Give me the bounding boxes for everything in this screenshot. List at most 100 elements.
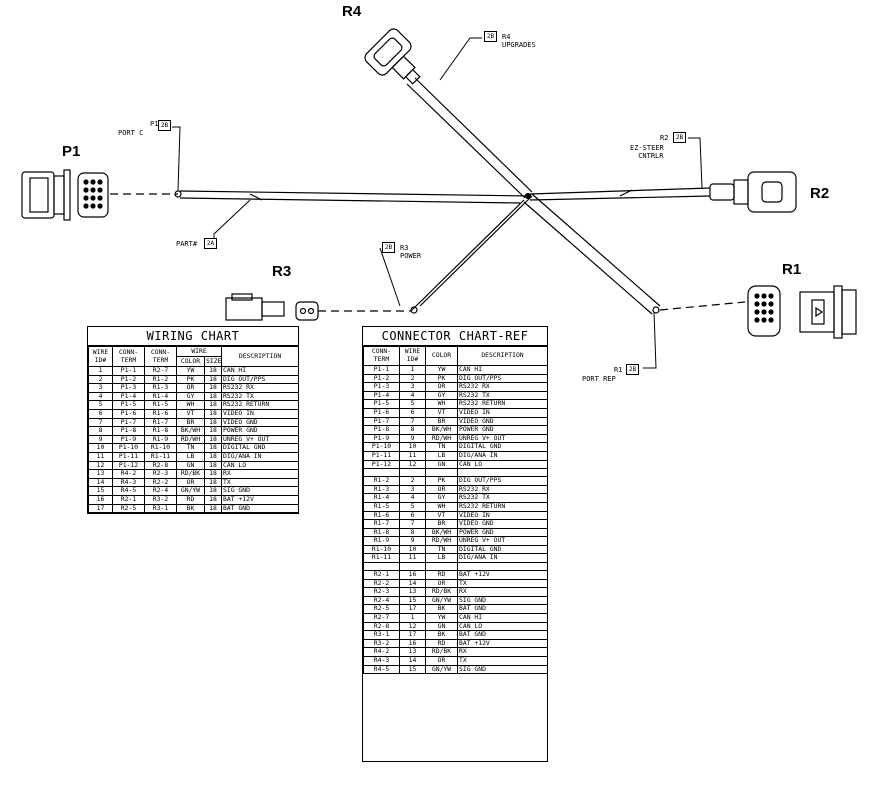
connector-cell: VIDEO GND bbox=[457, 416, 548, 427]
connector-cell: 4 bbox=[399, 493, 426, 503]
connector-cell: PK bbox=[425, 476, 458, 486]
connector-cell: BAT +12V bbox=[457, 570, 548, 580]
connector-cell: TX bbox=[457, 578, 548, 589]
junction-point bbox=[524, 192, 532, 200]
connector-group-separator bbox=[363, 468, 548, 478]
wiring-cell: R1-4 bbox=[144, 391, 177, 402]
connector-cell: GN/YW bbox=[425, 595, 458, 606]
connector-cell: P1-4 bbox=[363, 390, 400, 401]
connector-cell: P1-10 bbox=[363, 442, 400, 452]
wiring-cell: 18 bbox=[203, 408, 223, 419]
connector-cell: R2-7 bbox=[363, 613, 400, 623]
connector-cell: RS232 RETURN bbox=[457, 399, 548, 409]
connector-cell: P1-7 bbox=[363, 416, 400, 427]
connector-cell: R1-11 bbox=[363, 553, 400, 564]
wiring-cell: 18 bbox=[203, 451, 223, 462]
wiring-cell: R3-2 bbox=[144, 494, 177, 505]
connector-cell: R2-1 bbox=[363, 570, 400, 580]
wiring-cell: R1-9 bbox=[144, 434, 177, 445]
wiring-header-color: COLOR bbox=[176, 356, 205, 367]
connector-cell: VT bbox=[425, 407, 458, 418]
connector-cell: WH bbox=[425, 501, 458, 512]
wiring-cell: 9 bbox=[88, 434, 113, 445]
connector-cell: 8 bbox=[399, 425, 426, 435]
wiring-cell: P1-4 bbox=[112, 391, 145, 402]
r3-power-tag: 2B bbox=[382, 242, 395, 253]
connector-cell: WH bbox=[425, 399, 458, 409]
connector-cell: RD bbox=[425, 638, 458, 649]
connector-chart: CONNECTOR CHART-REF CONN- TERM WIRE ID# … bbox=[362, 326, 548, 762]
connector-cell: YW bbox=[425, 365, 458, 375]
wiring-cell: R4-3 bbox=[112, 477, 145, 488]
wiring-cell: RD bbox=[176, 494, 205, 505]
wiring-cell: P1-2 bbox=[112, 374, 145, 385]
connector-cell: RD/BK bbox=[425, 647, 458, 657]
connector-cell: 12 bbox=[399, 459, 426, 470]
wiring-cell: 13 bbox=[88, 469, 113, 479]
wiring-cell: DIG/ANA IN bbox=[221, 451, 300, 462]
r1-portrep-tag: 2B bbox=[626, 364, 639, 375]
wiring-cell: R1-7 bbox=[144, 417, 177, 428]
connector-cell: PK bbox=[425, 373, 458, 384]
connector-cell: VT bbox=[425, 510, 458, 521]
wiring-cell: LB bbox=[176, 451, 205, 462]
wiring-cell: 18 bbox=[203, 417, 223, 428]
wiring-header-conn-term-a: CONN- TERM bbox=[112, 346, 145, 367]
connector-cell: R1-9 bbox=[363, 536, 400, 546]
wiring-cell: BAT +12V bbox=[221, 494, 300, 505]
connector-group-separator bbox=[363, 562, 548, 572]
r2-ezsteer-callout: EZ-STEER CNTRLR bbox=[630, 144, 664, 160]
p1-label: P1 bbox=[62, 143, 81, 160]
connector-cell: RX bbox=[457, 587, 548, 597]
r1-portrep-callout: PORT REP bbox=[582, 375, 616, 383]
wiring-cell: 18 bbox=[203, 460, 223, 471]
connector-cell: 17 bbox=[399, 604, 426, 615]
connector-blank-cell bbox=[425, 562, 458, 572]
wiring-cell: 18 bbox=[203, 426, 223, 436]
connector-cell: R2-5 bbox=[363, 604, 400, 615]
wiring-cell: 18 bbox=[203, 486, 223, 496]
connector-cell: 5 bbox=[399, 501, 426, 512]
connector-cell: TN bbox=[425, 442, 458, 452]
connector-cell: DIG/ANA IN bbox=[457, 553, 548, 564]
wiring-cell: 2 bbox=[88, 374, 113, 385]
wiring-cell: OR bbox=[176, 383, 205, 393]
connector-cell: R2-4 bbox=[363, 595, 400, 606]
part-number-tag: 2A bbox=[204, 238, 217, 249]
connector-chart-title: CONNECTOR CHART-REF bbox=[363, 327, 547, 346]
connector-cell: P1-2 bbox=[363, 373, 400, 384]
connector-cell: P1-12 bbox=[363, 459, 400, 470]
connector-cell: 3 bbox=[399, 382, 426, 392]
connector-cell: BR bbox=[425, 416, 458, 427]
wiring-cell: R2-3 bbox=[144, 469, 177, 479]
connector-cell: P1-6 bbox=[363, 407, 400, 418]
connector-cell: OR bbox=[425, 484, 458, 495]
connector-cell: DIG OUT/PPS bbox=[457, 476, 548, 486]
wiring-cell: 18 bbox=[203, 366, 223, 376]
connector-cell: BK bbox=[425, 630, 458, 640]
connector-cell: CAN LO bbox=[457, 621, 548, 632]
wiring-cell: RD/WH bbox=[176, 434, 205, 445]
wiring-cell: GN/YW bbox=[176, 486, 205, 496]
